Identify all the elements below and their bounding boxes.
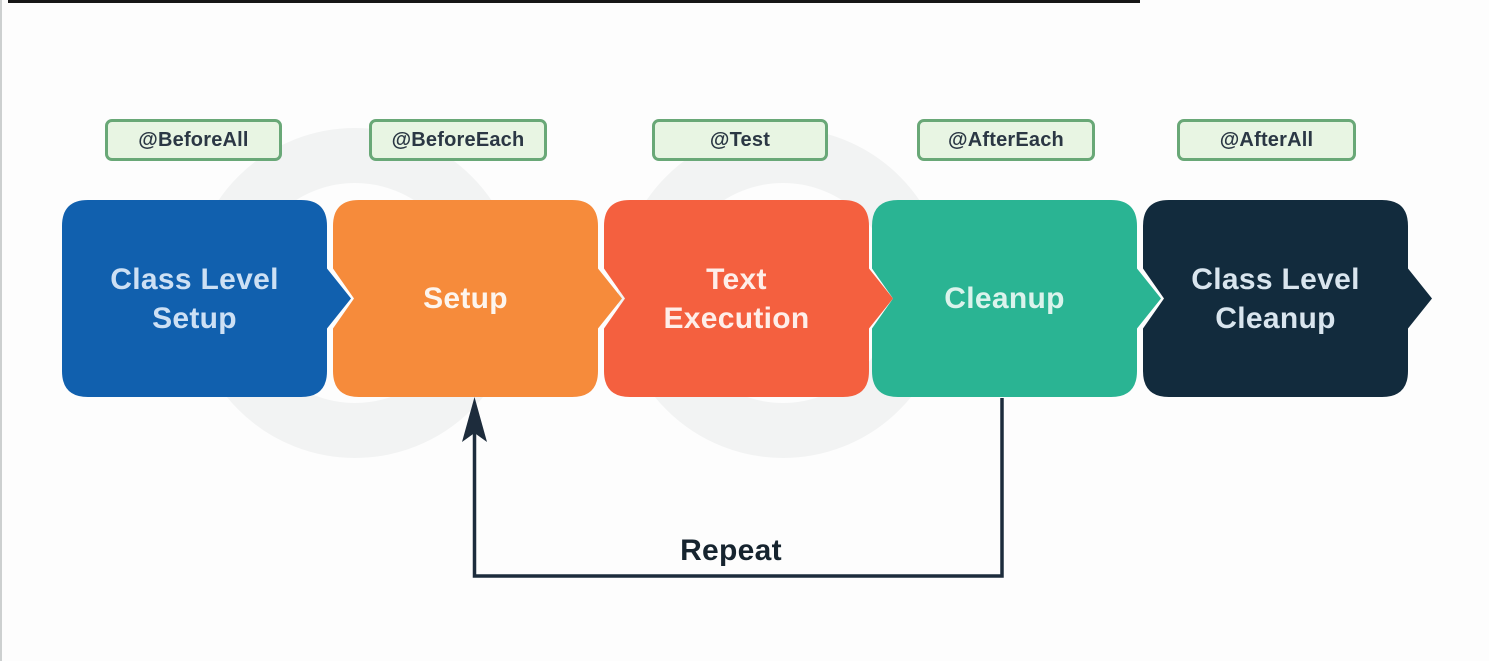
stage-class-level-cleanup: Class Level Cleanup [1143,200,1433,397]
frame-top-edge [8,0,1140,3]
stage-setup: Setup [333,200,623,397]
annotation-label: @Test [709,128,771,151]
stage-label: Setup [423,282,508,315]
stage-label: Class Level Cleanup [1191,262,1360,335]
repeat-label: Repeat [680,534,782,567]
stage-class-level-setup: Class Level Setup [62,200,352,397]
flow-chevron-shape [333,200,622,397]
stage-text-execution: Text Execution [604,200,894,397]
annotation-label: @AfterEach [948,128,1064,151]
flow-chevron-shape [604,200,893,397]
stage-cleanup: Cleanup [872,200,1162,397]
arrow-up-icon [462,397,487,442]
flow-chevron-shape [1143,200,1432,397]
stage-label: Cleanup [944,282,1065,315]
flow-chevron-shape [62,200,351,397]
annotation-beforeeach: @BeforeEach [369,119,547,161]
annotation-beforeall: @BeforeAll [105,119,282,161]
stage-label: Class Level Setup [110,262,279,335]
annotation-test: @Test [652,119,828,161]
annotation-label: @BeforeAll [138,128,249,151]
flow-chevron-shape [872,200,1161,397]
stage-label: Text Execution [663,262,810,335]
frame-left-edge [0,0,2,661]
annotation-label: @AfterAll [1219,128,1314,151]
annotation-aftereach: @AfterEach [917,119,1095,161]
annotation-afterall: @AfterAll [1177,119,1356,161]
annotation-label: @BeforeEach [391,128,525,151]
